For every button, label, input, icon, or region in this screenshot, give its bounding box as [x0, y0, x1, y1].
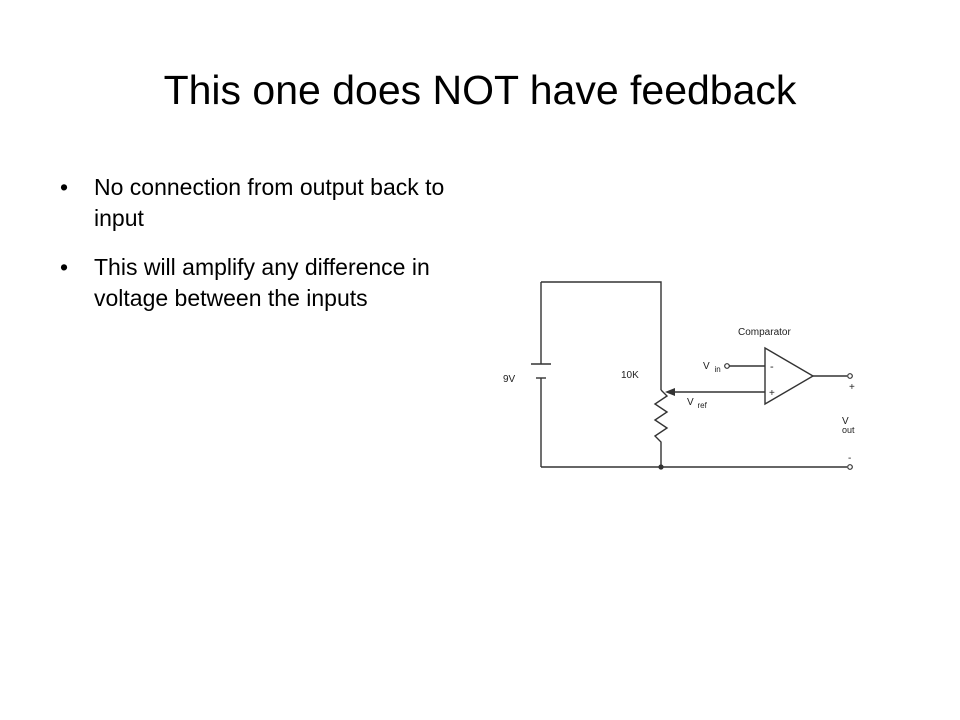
comparator-label: Comparator	[738, 327, 791, 338]
minus-input-label: -	[770, 361, 774, 373]
bullet-item: • This will amplify any difference in vo…	[60, 252, 470, 314]
vin-label: V in	[703, 361, 721, 374]
comparator-circuit-diagram: 9V 10K Comparator V in V ref - + + - V o…	[503, 281, 855, 470]
bullet-text: No connection from output back to input	[94, 174, 445, 231]
vin-main: V	[703, 361, 710, 372]
output-plus-label: +	[849, 382, 855, 393]
vout-sub: out	[842, 425, 855, 435]
vin-sub: in	[714, 365, 720, 374]
comparator-triangle	[764, 346, 815, 406]
bullet-item: • No connection from output back to inpu…	[60, 172, 470, 234]
vout-main: V	[842, 416, 849, 427]
output-minus-label: -	[848, 453, 851, 464]
potentiometer-resistor	[653, 389, 669, 467]
vin-terminal	[724, 363, 730, 369]
bullet-dot: •	[60, 254, 69, 280]
vout-label: V out	[842, 416, 855, 435]
potentiometer-label: 10K	[621, 370, 639, 381]
vref-label: V ref	[687, 397, 708, 410]
bullet-text: This will amplify any difference in volt…	[94, 254, 430, 311]
bullet-dot: •	[60, 174, 69, 200]
wiper-arrowhead	[665, 388, 675, 396]
plus-input-label: +	[769, 388, 775, 399]
output-plus-terminal	[847, 373, 853, 379]
junction-dot	[658, 464, 664, 470]
output-minus-terminal	[847, 464, 853, 470]
battery-label: 9V	[503, 374, 516, 385]
top-wire	[541, 281, 662, 390]
vref-main: V	[687, 397, 694, 408]
bullet-list: • No connection from output back to inpu…	[60, 172, 470, 332]
slide-title: This one does NOT have feedback	[163, 67, 797, 113]
vref-sub: ref	[697, 401, 707, 410]
